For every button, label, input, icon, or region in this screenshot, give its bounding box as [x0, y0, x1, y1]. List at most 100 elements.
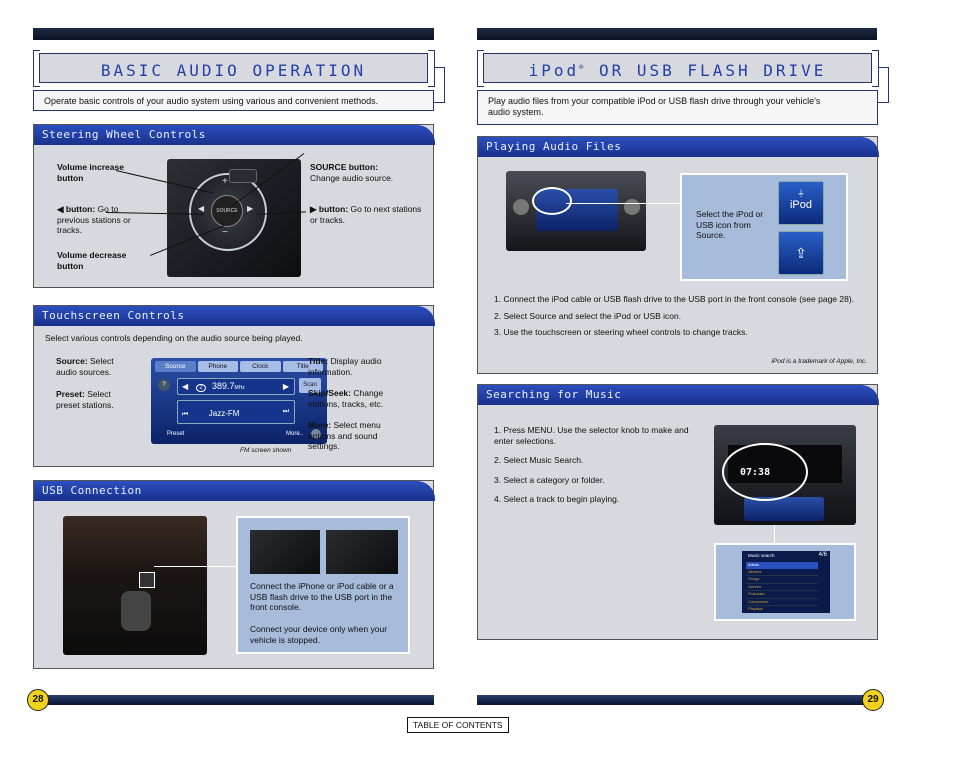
plus-glyph: + — [222, 176, 228, 187]
frequency-unit: MHz — [234, 385, 245, 391]
menu-title: Music search — [748, 553, 775, 558]
trademark-note: iPod is a trademark of Apple, Inc. — [771, 358, 867, 365]
page-number-right: 29 — [862, 689, 884, 711]
usb-port-closeup-1 — [250, 530, 320, 574]
searching-music-panel: Searching for Music 1. Press MENU. Use t… — [477, 384, 879, 640]
source-button-label-text: Change audio source. — [310, 172, 394, 183]
next-button-label-text: Go to next stations or tracks. — [310, 204, 422, 225]
playing-steps: 1. Connect the iPod cable or USB flash d… — [494, 294, 866, 344]
tab-row: Source Phone Clock Title — [155, 361, 323, 372]
audio-unit-photo — [506, 171, 646, 251]
seek-down-icon[interactable]: ◀ — [182, 382, 189, 391]
tab-clock[interactable]: Clock — [240, 361, 281, 372]
playing-callout-text: Select the iPod or USB icon from Source. — [696, 209, 764, 240]
menu-item-albums[interactable]: Albums — [746, 569, 818, 576]
section-header-touchscreen: Touchscreen Controls — [34, 306, 435, 326]
search-step-4: 4. Select a track to begin playing. — [494, 494, 620, 504]
steering-wheel-photo: SOURCE + − ◀ ▶ — [167, 159, 301, 277]
scan-button[interactable]: Scan — [299, 378, 321, 393]
fm-touchscreen: Source Phone Clock Title ? ◀ 2 389.7MHz … — [151, 358, 327, 444]
menu-item-artists[interactable]: Artists — [746, 562, 818, 569]
preset-button[interactable]: Preset — [167, 431, 185, 437]
tab-title[interactable]: Title — [282, 361, 323, 372]
title-label: Title: Display audio information. — [308, 356, 404, 377]
section-header-searching: Searching for Music — [478, 385, 879, 405]
search-step-2: 2. Select Music Search. — [494, 455, 584, 465]
usb-callout-box: Connect the iPhone or iPod cable or a US… — [236, 516, 410, 654]
prev-button-label-text: Go to previous stations or tracks. — [57, 204, 131, 235]
station-name: Jazz-FM — [208, 409, 240, 418]
menu-item-podcasts[interactable]: Podcasts — [746, 591, 818, 599]
page-number-left: 28 — [27, 689, 49, 711]
title-registered: ® — [579, 63, 587, 72]
bottom-bar-right — [477, 695, 873, 705]
page-title-box-right: iPod® OR USB FLASH DRIVE — [483, 53, 872, 83]
title-bracket-right-r — [872, 50, 879, 87]
prev-button-label-bold: ◀ button: — [57, 204, 96, 214]
tune-knob — [624, 199, 640, 215]
left-arrow-icon: ◀ — [198, 204, 205, 213]
menu-item-playlists[interactable]: Playlists — [748, 606, 763, 611]
section-header-steering: Steering Wheel Controls — [34, 125, 435, 145]
info-icon[interactable]: ? — [158, 379, 170, 391]
prev-button-label: ◀ button: Go to previous stations or tra… — [57, 204, 139, 236]
skip-back-icon[interactable]: ⏮ — [182, 411, 189, 418]
clock-display: 07:38 — [740, 467, 771, 478]
skip-seek-label: Skip/Seek: Change stations, tracks, etc. — [308, 388, 404, 409]
search-callout-line — [774, 525, 775, 545]
minus-glyph: − — [222, 227, 228, 238]
page-title-right: iPod® OR USB FLASH DRIVE — [484, 61, 871, 80]
phone-button-image — [229, 169, 257, 183]
touchscreen-intro: Select various controls depending on the… — [45, 333, 303, 343]
more-label-bold: More: — [308, 420, 332, 430]
source-label: Source: Select audio sources. — [56, 356, 131, 377]
search-steps: 1. Press MENU. Use the selector knob to … — [494, 425, 694, 511]
menu-item-songs[interactable]: Songs — [746, 576, 818, 584]
usb-port-closeup-2 — [326, 530, 398, 574]
source-button-label-bold: SOURCE button: — [310, 162, 378, 172]
section-header-playing: Playing Audio Files — [478, 137, 879, 157]
skip-seek-label-text: Change stations, tracks, etc. — [308, 388, 384, 409]
playing-step-3: 3. Use the touchscreen or steering wheel… — [494, 327, 748, 337]
more-label-text: Select menu options and sound settings. — [308, 420, 381, 451]
search-step-3: 3. Select a category or folder. — [494, 474, 605, 485]
touchscreen-panel: Touchscreen Controls Select various cont… — [33, 305, 435, 467]
playing-step-1: 1. Connect the iPod cable or USB flash d… — [494, 294, 855, 304]
title-bracket-left — [33, 50, 40, 87]
title-ipod: iPod — [528, 61, 580, 80]
menu-item-composers[interactable]: Composers — [746, 599, 818, 606]
section-header-usb: USB Connection — [34, 481, 435, 501]
playing-audio-panel: Playing Audio Files Select the iPod or U… — [477, 136, 879, 374]
next-button-label: ▶ button: Go to next stations or tracks. — [310, 204, 425, 225]
usb-text-1: Connect the iPhone or iPod cable or a US… — [250, 581, 394, 612]
ipod-icon-label: iPod — [789, 199, 813, 211]
gear-shifter — [121, 591, 151, 631]
preset-number: 2 — [196, 384, 206, 392]
tab-source[interactable]: Source — [155, 361, 196, 372]
usb-panel: USB Connection Connect the iPhone or iPo… — [33, 480, 435, 669]
more-button[interactable]: More.. — [286, 431, 304, 437]
usb-icon: ⇪ — [778, 231, 824, 275]
volume-decrease-label: Volume decrease button — [57, 250, 127, 271]
screen-highlight-circle — [532, 187, 572, 215]
station-bar: ⏮ Jazz-FM ⏭ — [177, 400, 295, 424]
title-rest: OR USB FLASH DRIVE — [586, 61, 827, 80]
tab-phone[interactable]: Phone — [197, 361, 238, 372]
skip-seek-label-bold: Skip/Seek: — [308, 388, 351, 398]
source-label-text: Select audio sources. — [56, 356, 114, 377]
frequency-bar: ◀ 2 389.7MHz ▶ — [177, 378, 295, 395]
skip-forward-icon[interactable]: ⏭ — [282, 408, 289, 415]
table-of-contents-link[interactable]: TABLE OF CONTENTS — [407, 717, 509, 733]
menu-count: 4/6 — [818, 552, 827, 558]
intro-text: Operate basic controls of your audio sys… — [33, 90, 434, 111]
top-bar-right — [477, 28, 877, 40]
seek-up-icon[interactable]: ▶ — [282, 382, 289, 391]
title-tab-right-r — [878, 67, 889, 103]
search-step-1: 1. Press MENU. Use the selector knob to … — [494, 425, 689, 446]
volume-knob — [513, 199, 529, 215]
source-button-label: SOURCE button: Change audio source. — [310, 162, 425, 183]
audio-touchscreen-small — [744, 497, 824, 521]
menu-item-genres[interactable]: Genres — [746, 584, 818, 591]
search-callout-box: Music search 4/6 Artists Albums Songs Ge… — [714, 543, 856, 621]
title-label-text: Display audio information. — [308, 356, 382, 377]
